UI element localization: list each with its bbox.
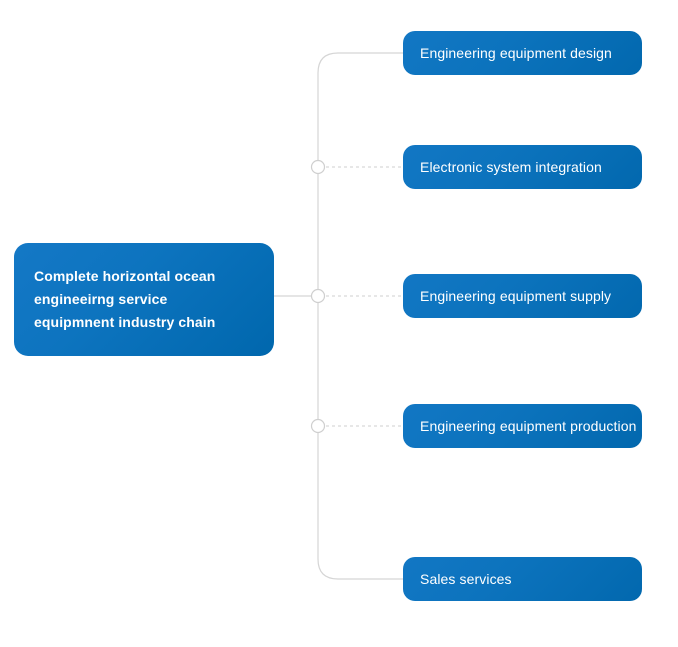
- root-node[interactable]: Complete horizontal ocean engineeirng se…: [14, 243, 274, 356]
- root-node-label: Complete horizontal ocean engineeirng se…: [34, 265, 215, 334]
- root-node-label-line-3: equipmnent industry chain: [34, 314, 216, 330]
- elbow-top-curve: [317, 52, 403, 167]
- branch-node-label: Engineering equipment design: [420, 45, 612, 61]
- root-node-label-line-1: Complete horizontal ocean: [34, 268, 216, 284]
- branch-node-label: Engineering equipment supply: [420, 288, 612, 304]
- elbow-bottom-curve: [317, 426, 403, 580]
- branch-node-label: Electronic system integration: [420, 159, 602, 175]
- branch-node-engineering-equipment-supply[interactable]: Engineering equipment supply: [403, 274, 642, 318]
- root-node-label-line-2: engineeirng service: [34, 291, 168, 307]
- branch-node-label: Engineering equipment production: [420, 418, 637, 434]
- junction-dot-3: [310, 418, 326, 434]
- branch-node-engineering-equipment-production[interactable]: Engineering equipment production: [403, 404, 642, 448]
- junction-dot-1: [310, 159, 326, 175]
- junction-dot-2: [310, 288, 326, 304]
- branch-node-engineering-equipment-design[interactable]: Engineering equipment design: [403, 31, 642, 75]
- branch-node-label: Sales services: [420, 571, 512, 587]
- branch-node-electronic-system-integration[interactable]: Electronic system integration: [403, 145, 642, 189]
- branch-node-sales-services[interactable]: Sales services: [403, 557, 642, 601]
